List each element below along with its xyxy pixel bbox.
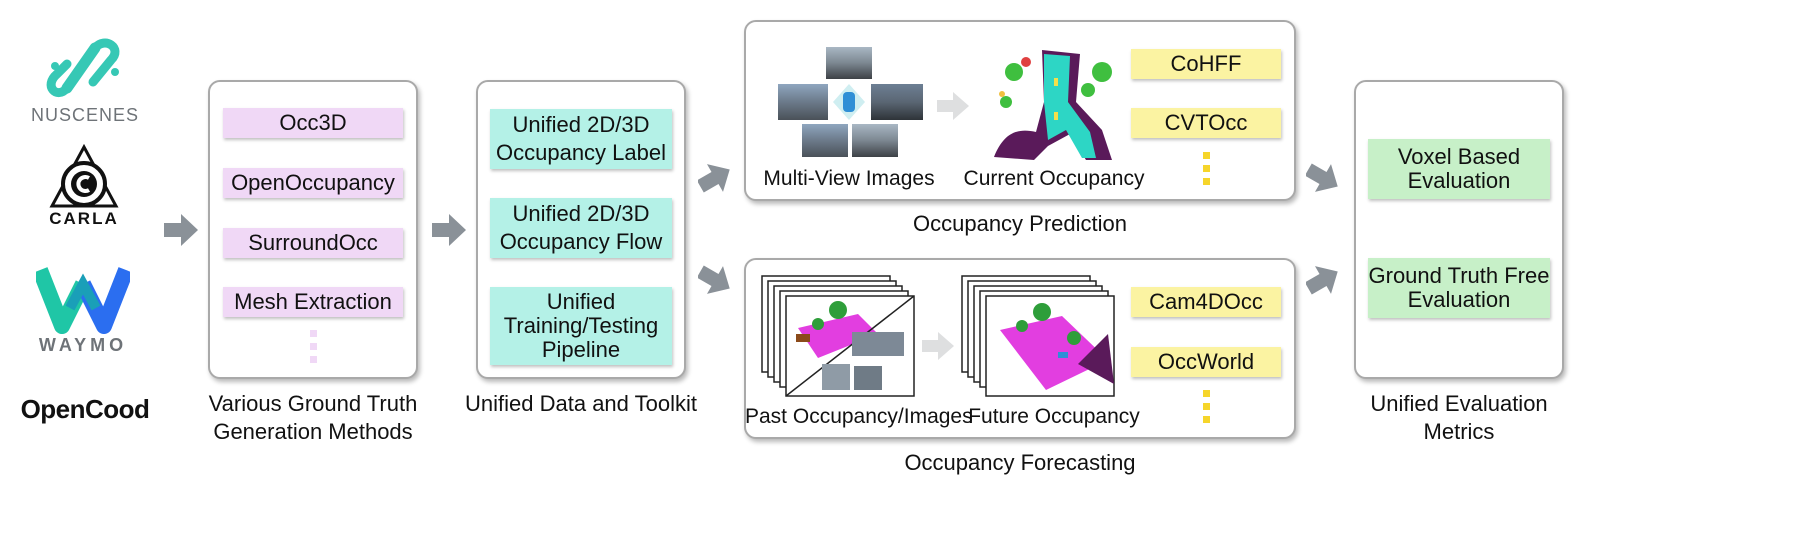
toolkit-occupancy-label: Unified 2D/3D Occupancy Label — [490, 109, 672, 169]
forecasting-method-cam4docc: Cam4DOcc — [1131, 287, 1281, 317]
more-ellipsis-icon — [1203, 390, 1210, 423]
gt-method-occ3d: Occ3D — [223, 108, 403, 138]
multi-view-images-label: Multi-View Images — [763, 167, 935, 190]
toolkit-item1-line1: Unified 2D/3D — [512, 112, 650, 137]
nuscenes-wordmark: NUSCENES — [30, 105, 140, 125]
waymo-logo-icon — [36, 267, 130, 334]
nuscenes-logo-icon — [46, 38, 120, 98]
current-occupancy-label: Current Occupancy — [963, 167, 1145, 190]
gt-method-mesh-extraction: Mesh Extraction — [223, 287, 403, 317]
arrow-down-right-icon — [698, 265, 730, 294]
arrow-up-right-icon — [1306, 266, 1338, 295]
evaluation-voxel-based: Voxel Based Evaluation — [1368, 139, 1550, 199]
evaluation-caption-line1: Unified Evaluation — [1370, 391, 1548, 416]
camera-image-front — [826, 47, 872, 79]
evaluation-panel — [1354, 80, 1564, 379]
forecasting-method-occworld: OccWorld — [1131, 347, 1281, 377]
current-occupancy-image — [994, 50, 1112, 160]
evaluation-caption-line2: Metrics — [1423, 419, 1495, 444]
ground-truth-caption-line2: Generation Methods — [213, 419, 413, 444]
gt-method-surroundocc: SurroundOcc — [223, 228, 403, 258]
arrow-light-icon — [922, 332, 954, 360]
evaluation-item1-line2: Evaluation — [1407, 168, 1511, 193]
arrow-icon — [164, 214, 198, 246]
toolkit-caption: Unified Data and Toolkit — [465, 391, 697, 416]
evaluation-caption: Unified Evaluation Metrics — [1350, 390, 1568, 446]
arrow-icon — [432, 214, 466, 246]
arrow-up-right-icon — [698, 164, 730, 193]
ground-truth-caption-line1: Various Ground Truth — [208, 391, 418, 416]
past-occupancy-stack-image — [761, 275, 915, 397]
toolkit-item2-line1: Unified 2D/3D — [512, 201, 650, 226]
toolkit-occupancy-flow: Unified 2D/3D Occupancy Flow — [490, 198, 672, 258]
prediction-title: Occupancy Prediction — [913, 211, 1127, 236]
gt-method-openoccupancy: OpenOccupancy — [223, 168, 403, 198]
arrow-light-icon — [937, 92, 969, 120]
ground-truth-caption: Various Ground Truth Generation Methods — [200, 390, 426, 446]
toolkit-item1-line2: Occupancy Label — [496, 140, 666, 165]
opencood-wordmark: OpenCood — [20, 394, 150, 424]
camera-image-back-left — [802, 124, 848, 157]
carla-logo-icon — [49, 144, 119, 208]
future-occupancy-label: Future Occupancy — [968, 405, 1140, 428]
camera-image-front-left — [778, 84, 828, 120]
prediction-method-cvtocc: CVTOcc — [1131, 108, 1281, 138]
forecasting-title: Occupancy Forecasting — [904, 450, 1136, 475]
more-ellipsis-icon — [1203, 152, 1210, 185]
evaluation-item2-line2: Evaluation — [1407, 287, 1511, 312]
more-ellipsis-icon — [310, 330, 317, 363]
prediction-method-cohff: CoHFF — [1131, 49, 1281, 79]
evaluation-ground-truth-free: Ground Truth Free Evaluation — [1368, 258, 1550, 318]
camera-image-back-right — [852, 124, 898, 157]
waymo-wordmark: WAYMO — [38, 335, 128, 355]
toolkit-item3-line3: Pipeline — [541, 337, 621, 362]
evaluation-item2-line1: Ground Truth Free — [1368, 263, 1550, 288]
arrow-down-right-icon — [1306, 163, 1338, 192]
toolkit-training-pipeline: Unified Training/Testing Pipeline — [490, 287, 672, 365]
toolkit-item3-line2: Training/Testing — [503, 313, 659, 338]
toolkit-item2-line2: Occupancy Flow — [499, 229, 663, 254]
evaluation-item1-line1: Voxel Based — [1397, 144, 1521, 169]
toolkit-item3-line1: Unified — [546, 289, 616, 314]
future-occupancy-stack-image — [961, 275, 1115, 397]
past-occupancy-label: Past Occupancy/Images — [745, 405, 973, 428]
ego-vehicle-icon — [833, 84, 865, 120]
camera-image-front-right — [871, 84, 923, 120]
carla-wordmark: CARLA — [49, 209, 119, 228]
